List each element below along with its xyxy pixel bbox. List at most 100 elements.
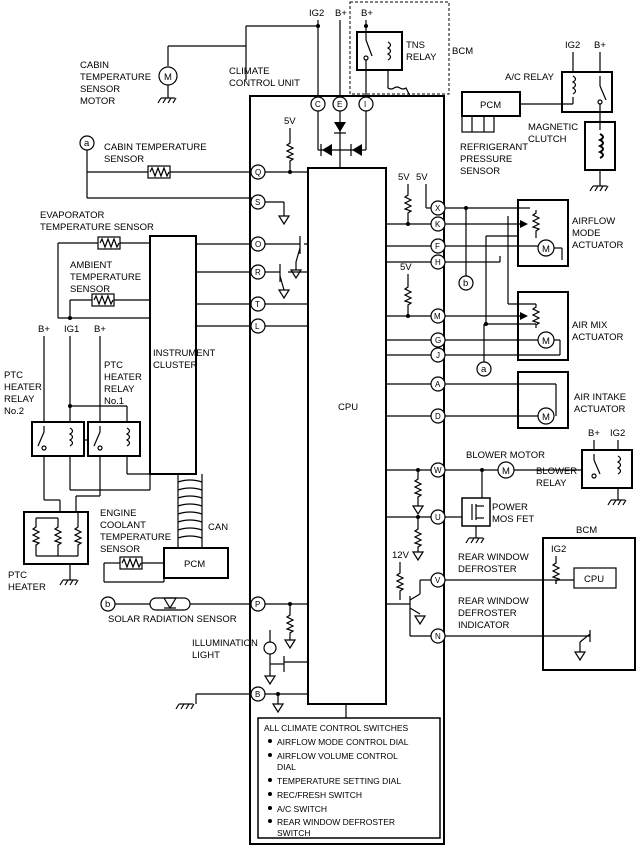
svg-text:C: C (315, 100, 321, 109)
bplus-label-ac: B+ (594, 40, 606, 51)
pin-w: W (430, 462, 446, 478)
pin-j: J (430, 347, 446, 363)
refrigerant-sensor-symbol (461, 115, 495, 133)
cabin-sensor-motor-label-4: MOTOR (80, 96, 115, 107)
svg-text:A: A (435, 380, 441, 389)
pcm-bottom-label: PCM (184, 559, 205, 570)
blower-relay-label-1: BLOWER (536, 466, 577, 477)
rear-defroster-label-1: REAR WINDOW (458, 552, 529, 563)
svg-text:M: M (434, 312, 441, 321)
illumination-label-1: ILLUMINATION (192, 638, 258, 649)
svg-text:E: E (337, 100, 342, 109)
blower-relay-label-2: RELAY (536, 478, 567, 489)
bcm-cpu-label: CPU (584, 574, 604, 585)
svg-text:Q: Q (255, 168, 261, 177)
tns-relay-label-2: RELAY (406, 52, 437, 63)
ambient-sensor-label-3: SENSOR (70, 284, 110, 295)
cabin-sensor-motor-label-2: TEMPERATURE (80, 72, 151, 83)
ptc-relay-1-label-1: PTC (104, 360, 123, 371)
engine-coolant-label-2: COOLANT (100, 520, 146, 531)
cpu-label: CPU (338, 402, 358, 413)
bplus-label-blower: B+ (588, 428, 600, 439)
svg-text:REC/FRESH SWITCH: REC/FRESH SWITCH (277, 790, 362, 800)
instrument-cluster-label-1: INSTRUMENT (153, 348, 215, 359)
cpu-block (307, 167, 387, 705)
ambient-sensor-label-2: TEMPERATURE (70, 272, 141, 283)
instrument-cluster-label-2: CLUSTER (153, 360, 197, 371)
pin-u: U (430, 509, 446, 525)
switch-item-temperature: TEMPERATURE SETTING DIAL (268, 776, 401, 786)
bcm-bottom (542, 537, 636, 671)
svg-text:a: a (481, 364, 487, 375)
svg-text:b: b (463, 278, 468, 289)
pin-n: N (430, 628, 446, 644)
rear-defroster-label-2: DEFROSTER (458, 564, 517, 575)
ig2-label-ac: IG2 (565, 40, 580, 51)
can-label: CAN (208, 522, 228, 533)
motor-glyph-1: M (164, 72, 172, 83)
bplus-label-top-2: B+ (361, 8, 373, 19)
solar-sensor-label: SOLAR RADIATION SENSOR (108, 614, 237, 625)
ig2-label-bcm: IG2 (551, 544, 566, 555)
pin-x: X (430, 200, 446, 216)
pin-b: B (250, 686, 266, 702)
svg-text:W: W (434, 466, 442, 475)
pcm-bottom (163, 547, 229, 579)
svg-text:V: V (435, 576, 441, 585)
svg-text:X: X (435, 204, 441, 213)
engine-coolant-label-4: SENSOR (100, 544, 140, 555)
svg-text:SWITCH: SWITCH (277, 828, 311, 838)
air-intake-label-2: ACTUATOR (574, 404, 626, 415)
svg-text:b: b (105, 599, 110, 610)
svg-text:D: D (435, 412, 441, 421)
pin-q: Q (250, 164, 266, 180)
ptc-relay-2-label-1: PTC (4, 370, 23, 381)
pin-k: K (430, 216, 446, 232)
motor-glyph-5: M (502, 466, 510, 477)
airflow-mode-label-2: MODE (572, 228, 601, 239)
v5-label-r2: 5V (416, 172, 428, 183)
bplus-label-top-1: B+ (335, 8, 347, 19)
refrigerant-sensor-label-1: REFRIGERANT (460, 142, 528, 153)
switch-item-airflow-mode: AIRFLOW MODE CONTROL DIAL (268, 737, 409, 747)
evaporator-sensor-label-1: EVAPORATOR (40, 210, 105, 221)
pin-m: M (430, 308, 446, 324)
bcm-label-bottom: BCM (576, 525, 597, 536)
refrigerant-sensor-label-2: PRESSURE (460, 154, 512, 165)
ptc-heater-label-1: PTC (8, 570, 27, 581)
tns-relay (356, 31, 403, 71)
climate-control-unit-label-1: CLIMATE (229, 66, 269, 77)
bcm-cpu (573, 567, 617, 589)
switch-item-rec-fresh: REC/FRESH SWITCH (268, 790, 362, 800)
svg-text:F: F (435, 242, 440, 251)
tns-relay-label-1: TNS (406, 40, 425, 51)
evaporator-sensor-label-2: TEMPERATURE SENSOR (40, 222, 154, 233)
ambient-sensor-label-1: AMBIENT (70, 260, 112, 271)
pin-c: C (310, 96, 326, 112)
instrument-cluster (149, 235, 197, 475)
svg-text:AIRFLOW VOLUME CONTROL: AIRFLOW VOLUME CONTROL (277, 751, 398, 761)
svg-text:H: H (435, 258, 441, 267)
ptc-relay-1 (87, 421, 141, 457)
cabin-temp-sensor-label-2: SENSOR (104, 154, 144, 165)
engine-coolant-label-1: ENGINE (100, 508, 136, 519)
bplus-label-ptc2: B+ (38, 324, 50, 335)
svg-text:G: G (435, 336, 441, 345)
bplus-label-ptc1: B+ (94, 324, 106, 335)
power-mosfet-label-1: POWER (492, 502, 528, 513)
rear-defroster-indicator-label-3: INDICATOR (458, 620, 510, 631)
ig2-label-top: IG2 (309, 8, 324, 19)
v5-label-r1: 5V (398, 172, 410, 183)
ptc-heater (23, 511, 89, 565)
pin-d: D (430, 408, 446, 424)
switch-item-ac: A/C SWITCH (268, 804, 327, 814)
v5-label-left: 5V (284, 116, 296, 127)
svg-text:S: S (255, 198, 260, 207)
pin-l: L (250, 318, 266, 334)
ptc-relay-1-label-3: RELAY (104, 384, 135, 395)
pin-e: E (332, 96, 348, 112)
ref-b-left: b (100, 596, 116, 612)
pin-r: R (250, 264, 266, 280)
